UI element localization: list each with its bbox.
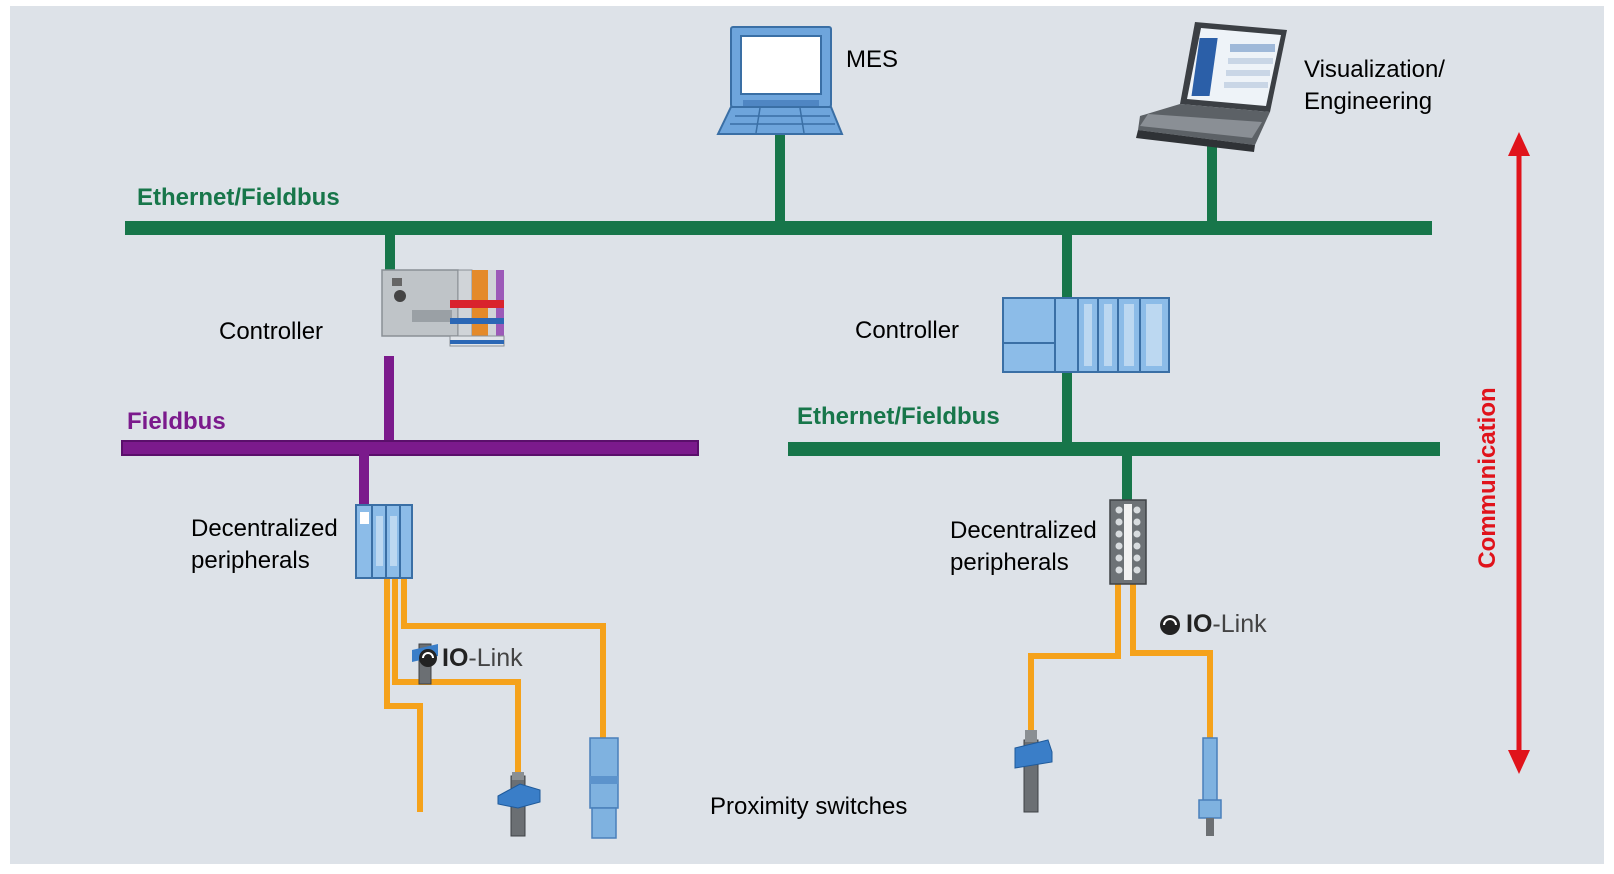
controller-right-icon [1002,297,1170,373]
periph-left-icon [355,504,413,579]
left-bus-label: Fieldbus [127,408,226,435]
io-wire-left-1 [384,578,423,812]
periph-right-label-line2: peripherals [950,549,1069,576]
right-bus-label: Ethernet/Fieldbus [797,403,1000,430]
sensor-bracket-left-icon [497,772,541,837]
io-link-rest: -Link [468,644,523,672]
io-link-bold: IO [1186,610,1213,638]
io-link-wires [384,578,1213,812]
visualization-label-line2: Engineering [1304,88,1433,115]
periph-left-label-line2: peripherals [191,547,310,574]
io-wire-right-2 [1130,583,1213,738]
controller-left-label: Controller [219,318,324,345]
top-bus-label: Ethernet/Fieldbus [137,184,340,211]
left-fieldbus-bus [121,440,699,456]
sensor-slim-right-icon [1198,737,1222,836]
controller-right-label: Controller [855,317,960,344]
periph-left-label-line1: Decentralized [191,515,338,542]
communication-label: Communication [1474,387,1501,569]
laptop-icon [1136,22,1287,152]
io-link-rest: -Link [1212,610,1267,638]
periph-right-icon [1109,499,1147,585]
mes-computer-icon [716,26,844,135]
io-link-label-left: IO-Link [442,644,523,673]
io-link-label-right: IO-Link [1186,610,1267,639]
io-wire-right-1 [1028,583,1121,732]
fieldbus-lines [121,356,699,505]
communication-arrow [1508,132,1530,774]
background-panel [10,6,1604,864]
io-link-bold: IO [442,644,469,672]
io-link-logo-left-icon [419,649,437,667]
visualization-label-line1: Visualization/ [1304,56,1445,83]
periph-right-label-line1: Decentralized [950,517,1097,544]
io-link-logo-right-icon [1160,615,1180,635]
io-wire-left-3 [401,578,606,738]
controller-left-icon [381,269,505,347]
proximity-switches-label: Proximity switches [710,793,908,820]
mes-label: MES [846,46,899,73]
ethernet-lines [125,135,1440,502]
io-wire-left-2 [392,578,521,790]
sensor-bracket-right-icon [1014,730,1053,813]
sensor-cylinder-left-icon [589,737,619,839]
